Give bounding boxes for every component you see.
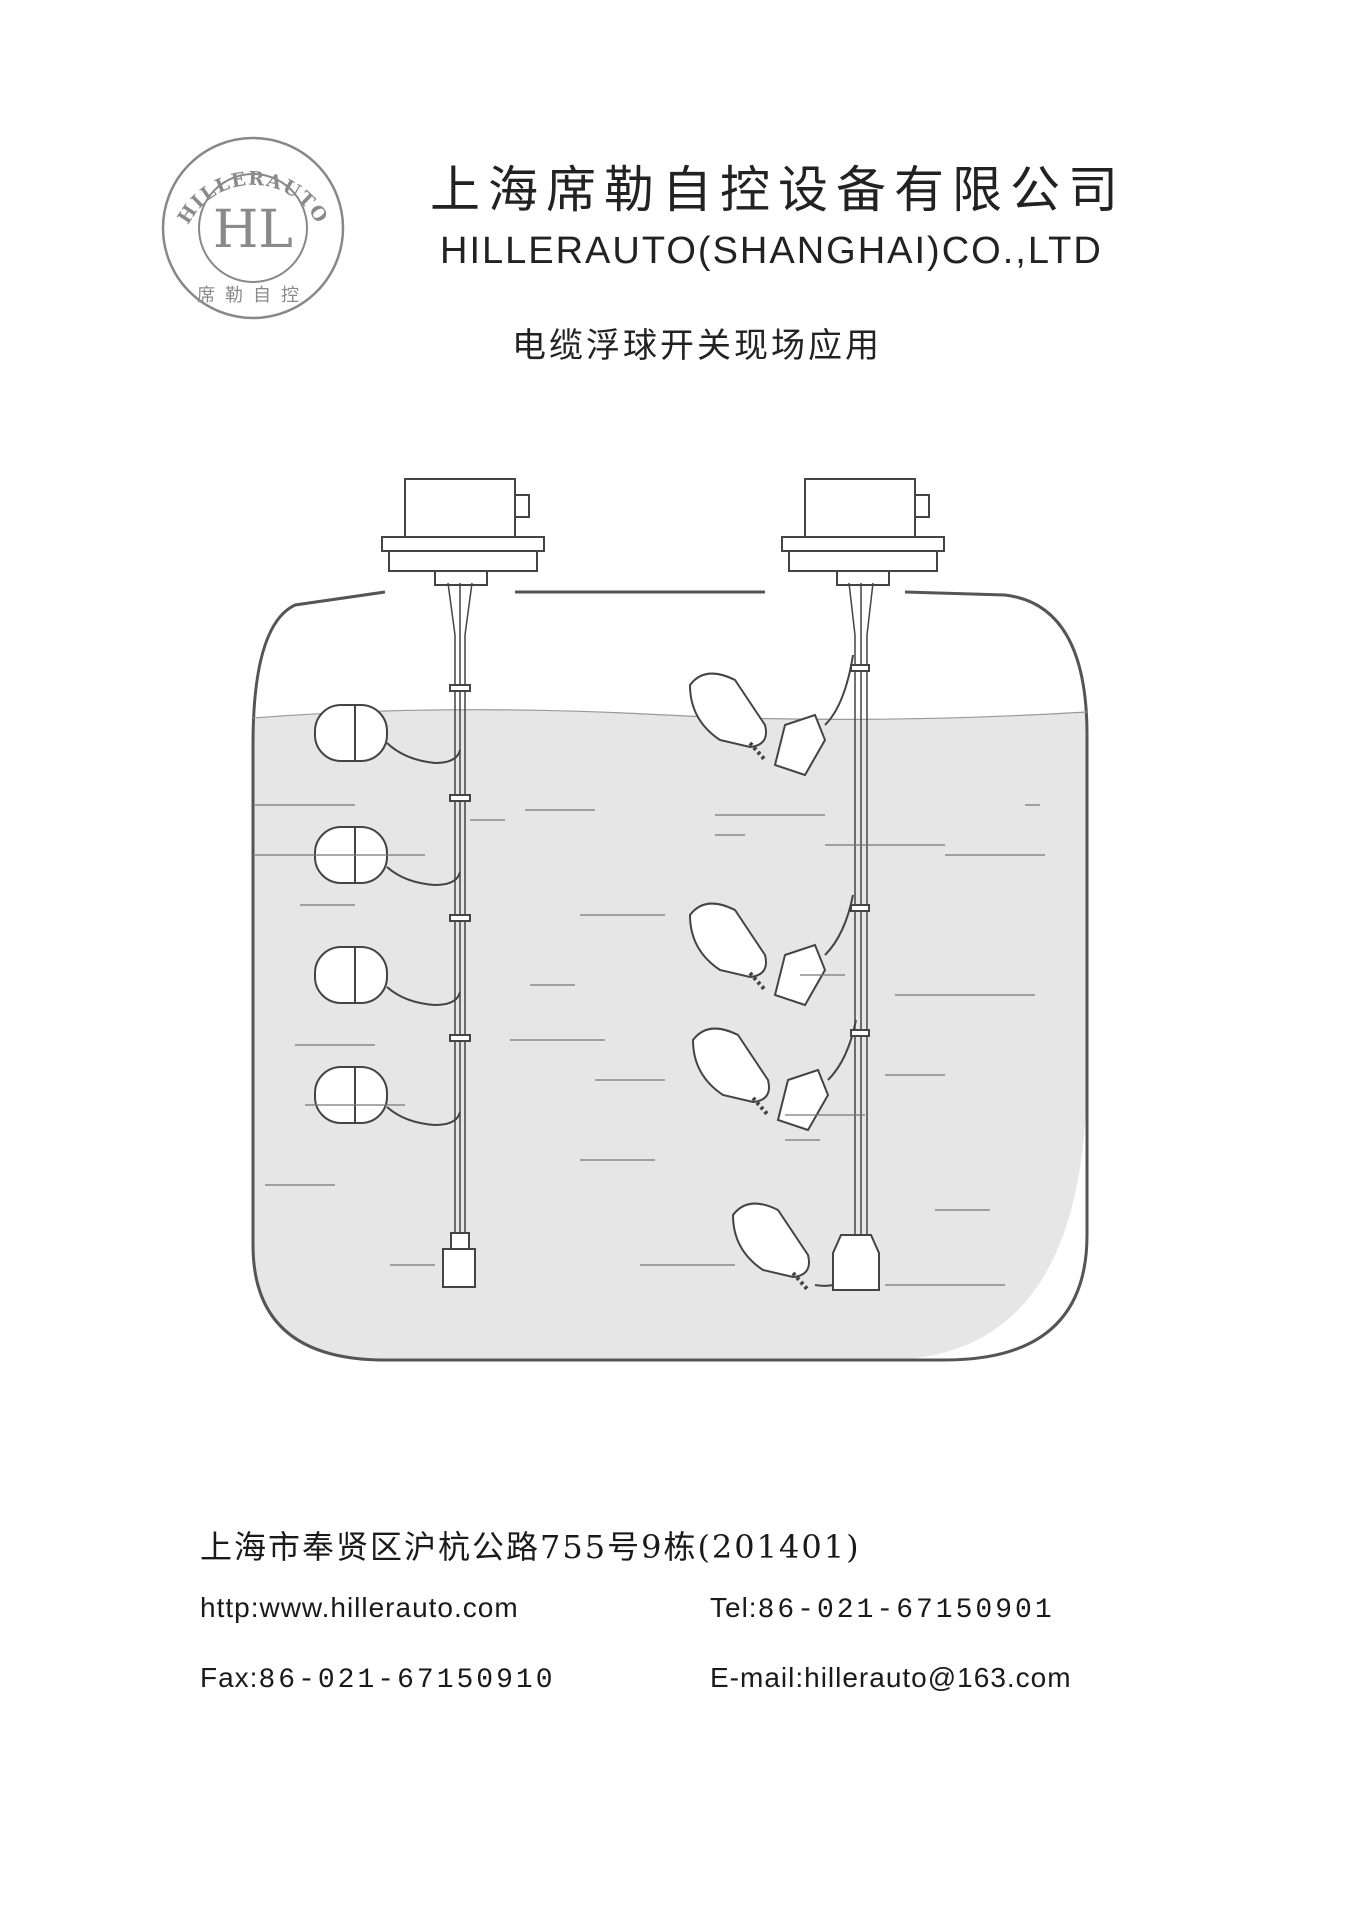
left-float-1 [314,704,461,765]
company-name-cn: 上海席勒自控设备有限公司 [430,161,1126,219]
tel-value: 86-021-67150901 [757,1595,1055,1626]
left-float-3 [314,946,461,1007]
website-link[interactable]: http:www.hillerauto.com [200,1592,519,1624]
document-title: 电缆浮球开关现场应用 [512,326,882,366]
tank-outline [251,590,1089,1362]
company-logo-seal: HILLERAUTO HL 席勒自控 [161,136,345,320]
tank-liquid [253,709,1087,1360]
email-text[interactable]: E-mail:hillerauto@163.com [710,1662,1072,1693]
right-float-1 [688,654,854,777]
tel-label: Tel: [710,1592,758,1623]
liquid-hatching [255,804,1045,1286]
right-junction-box [781,478,945,586]
fax-value: 86-021-67150910 [258,1665,556,1696]
right-cable-clamps [850,664,870,1037]
company-address: 上海市奉贤区沪杭公路755号9栋(201401) [200,1528,861,1566]
left-junction-box [381,478,545,586]
right-cable-bundle [848,582,874,1245]
fax: Fax:86-021-67150910 [200,1662,556,1696]
left-cable-clamps [449,684,471,1042]
email-link[interactable]: E-mail:hillerauto@163.com [710,1662,1072,1694]
company-name-en: HILLERAUTO(SHANGHAI)CO.,LTD [440,230,1103,272]
website-text[interactable]: http:www.hillerauto.com [200,1592,519,1623]
logo-cn-text: 席勒自控 [197,285,309,306]
right-counterweight [832,1234,880,1291]
left-float-4 [314,1066,461,1127]
telephone: Tel:86-021-67150901 [710,1592,1055,1626]
fax-label: Fax: [200,1662,259,1693]
left-counterweight [442,1232,476,1288]
float-switch-tank-diagram [251,478,1089,1362]
logo-monogram: HL [213,200,293,260]
